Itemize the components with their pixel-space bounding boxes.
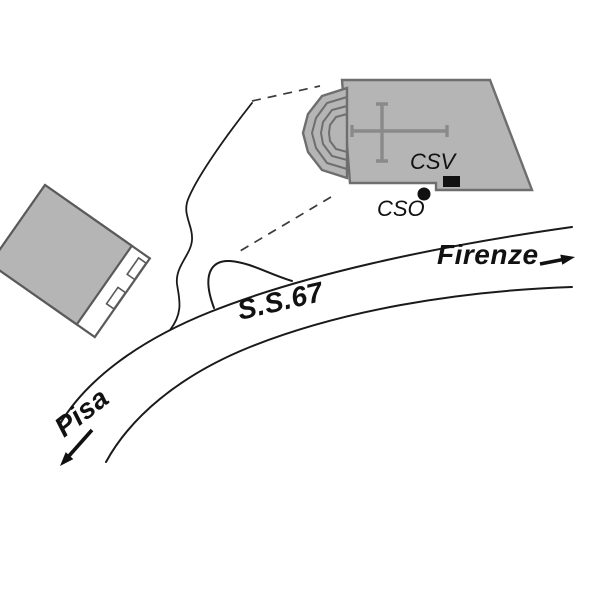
firenze-label: Firenze xyxy=(437,239,539,270)
pisa-arrow xyxy=(60,428,94,466)
door-mark-1 xyxy=(126,256,148,281)
csv-marker-square xyxy=(443,176,460,187)
door-mark-2 xyxy=(105,286,127,311)
road-upper-edge xyxy=(59,226,573,425)
layby-loop xyxy=(207,259,293,309)
apse-outer xyxy=(301,86,349,180)
left-building-main-wing xyxy=(0,183,134,326)
pisa-label: Pisa xyxy=(49,382,115,443)
cso-label: CSO xyxy=(377,196,425,221)
cross-icon xyxy=(350,102,449,163)
dashed-line-lower xyxy=(239,196,332,252)
pisa-arrow-head xyxy=(60,452,74,466)
pisa-arrow-shaft xyxy=(66,428,94,459)
church-apse xyxy=(301,86,349,180)
csv-label: CSV xyxy=(410,149,458,174)
access-path xyxy=(169,102,253,331)
apse-ring-4 xyxy=(327,112,348,154)
firenze-arrow-shaft xyxy=(539,257,564,266)
firenze-arrow-head xyxy=(560,254,575,265)
dashed-line-upper xyxy=(251,85,321,102)
church-building xyxy=(301,78,534,201)
church-body xyxy=(340,78,534,192)
cso-marker-dot xyxy=(417,187,431,201)
apse-ring-2 xyxy=(310,95,348,171)
left-building xyxy=(0,183,152,339)
road-label: S.S.67 xyxy=(234,276,327,326)
firenze-arrow xyxy=(539,254,575,266)
main-road xyxy=(59,226,573,463)
apse-ring-3 xyxy=(319,104,348,162)
road-lower-edge xyxy=(105,286,573,463)
